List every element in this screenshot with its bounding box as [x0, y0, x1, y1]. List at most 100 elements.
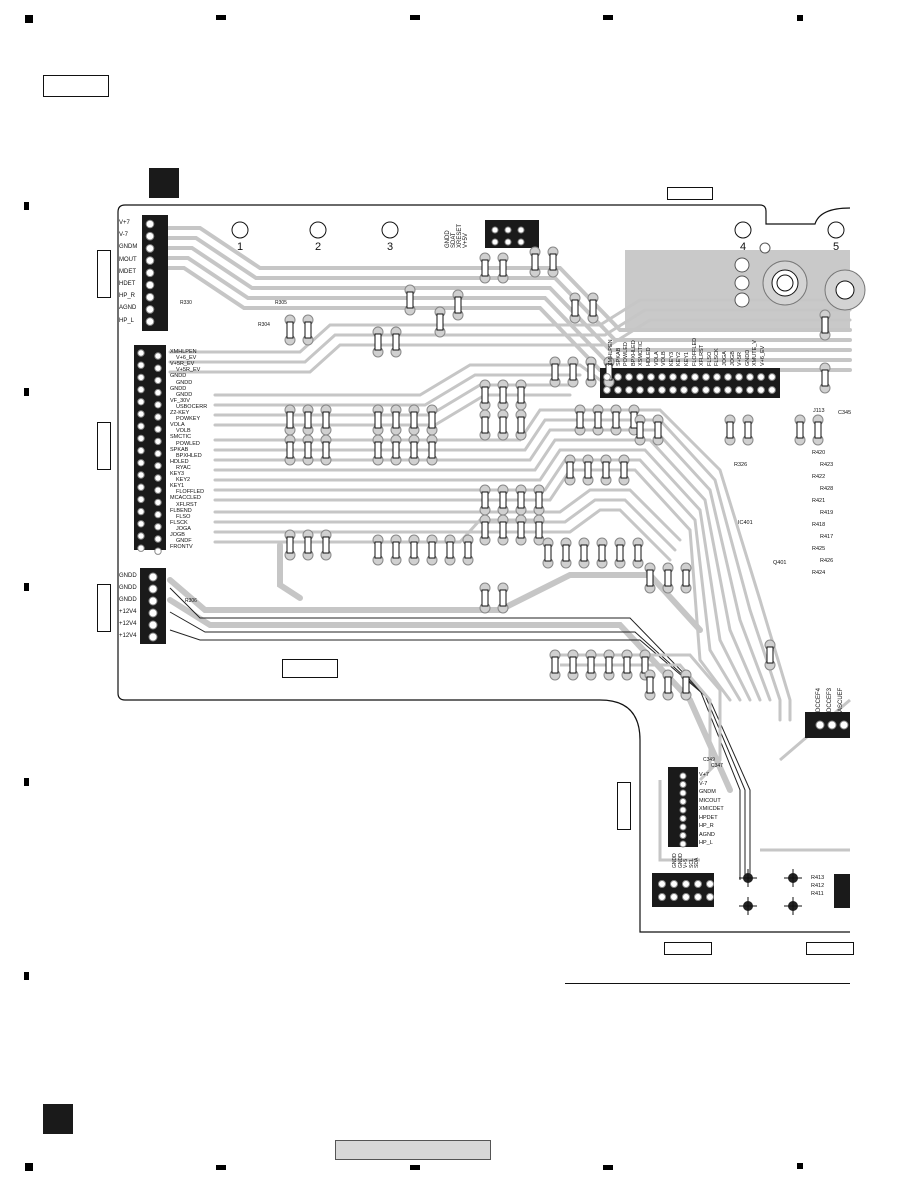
resistor [390, 534, 402, 566]
resistor [372, 326, 384, 358]
connector-pin [679, 798, 687, 805]
connector-pin [137, 349, 145, 357]
connector-pin [137, 410, 145, 418]
pin-label: V+5V [463, 233, 469, 248]
resistor [372, 434, 384, 466]
connector-pin [137, 520, 145, 528]
resistor [497, 582, 509, 614]
pin-label: XSMCTIC [638, 341, 645, 366]
pin-label: R413 [811, 875, 825, 881]
pin-label: R411 [811, 891, 824, 897]
connector-pin [137, 398, 145, 406]
pin-label: KEY1 [170, 483, 185, 490]
header-pin [647, 373, 655, 381]
pin-label: Z2-KEY [170, 410, 190, 416]
connector-pin [137, 422, 145, 430]
connector-pin [137, 459, 145, 467]
resistor [542, 537, 554, 569]
resistor [724, 414, 736, 446]
resistor [533, 484, 545, 516]
connector-pin [154, 462, 162, 470]
connector-pin [491, 226, 499, 234]
resistor [320, 434, 332, 466]
board-outline [117, 204, 851, 933]
connector-pin [148, 584, 158, 594]
header-pin [680, 386, 688, 394]
header-pin [702, 373, 710, 381]
connector-pin [154, 498, 162, 507]
pin-label: XFLRST [699, 344, 706, 366]
resistor [564, 454, 576, 486]
connector-pin [145, 317, 155, 326]
resistor [284, 529, 296, 561]
resistor [662, 669, 674, 701]
resistor [320, 404, 332, 436]
resistor [549, 356, 561, 388]
pin-label: HDET [119, 281, 136, 287]
side-tab-3 [97, 584, 111, 632]
pin-label: HP_R [119, 293, 136, 300]
pin-label: GNDD [445, 230, 451, 248]
crosshair-marker [739, 897, 757, 915]
resistor [618, 454, 630, 486]
resistor [302, 404, 314, 436]
pin-label: R425 [812, 546, 826, 552]
connector-right-bottom [834, 874, 850, 908]
connector-pin [137, 483, 145, 491]
pin-label: R418 [812, 522, 826, 528]
header-pin [625, 386, 633, 394]
resistor [560, 537, 572, 569]
connector-pin [145, 256, 155, 265]
header-pin [603, 373, 611, 381]
connector-pin [679, 781, 687, 788]
resistor [372, 404, 384, 436]
resistor [497, 252, 509, 284]
resistor [812, 414, 824, 446]
header-pin [691, 373, 699, 381]
resistor [284, 434, 296, 466]
header-pin [625, 373, 633, 381]
resistor [320, 529, 332, 561]
registration-mark-left-4 [24, 778, 29, 786]
resistor [497, 409, 509, 441]
header-pin [768, 386, 776, 394]
pin-label: V-7 [119, 232, 129, 239]
pin-label: HPDET [699, 814, 718, 821]
pin-label: JOGB [729, 351, 736, 366]
connector-pin [682, 880, 690, 888]
pin-label: Q401 [773, 560, 787, 566]
pin-label: V+5R_EV [176, 367, 201, 374]
resistor [819, 309, 831, 341]
pin-label: R420 [812, 450, 826, 456]
resistor [742, 414, 754, 446]
resistor [587, 292, 599, 324]
pin-label: FLSO [176, 513, 191, 520]
resistor [434, 306, 446, 338]
pin-label: HP_L [119, 317, 135, 324]
header-pin [735, 373, 743, 381]
pin-label: MOUT [119, 256, 137, 263]
resistor [680, 669, 692, 701]
connector-pin [670, 893, 678, 901]
resistor [390, 434, 402, 466]
pin-label: C347 [711, 763, 723, 769]
pin-label: MCACCLED [170, 495, 201, 502]
connector-pin [679, 840, 687, 848]
large-capacitor [762, 260, 866, 311]
connector-pin [137, 532, 145, 540]
screw-terminals [734, 242, 771, 308]
connector-pin [517, 226, 525, 234]
connector-pin [137, 544, 145, 552]
pin-label: V-7 [699, 780, 708, 787]
connector-pin [658, 880, 666, 888]
connector-pin [694, 880, 702, 888]
connector-pin [137, 434, 145, 443]
header-pin [636, 373, 644, 381]
registration-mark-bot-4 [603, 1165, 613, 1170]
mount-holes [231, 221, 845, 239]
pin-label: JOGA [722, 351, 728, 366]
connector-pin [679, 823, 687, 831]
pin-label: BPXHLED [630, 340, 637, 366]
header-pin [603, 386, 611, 394]
resistor [634, 414, 646, 446]
